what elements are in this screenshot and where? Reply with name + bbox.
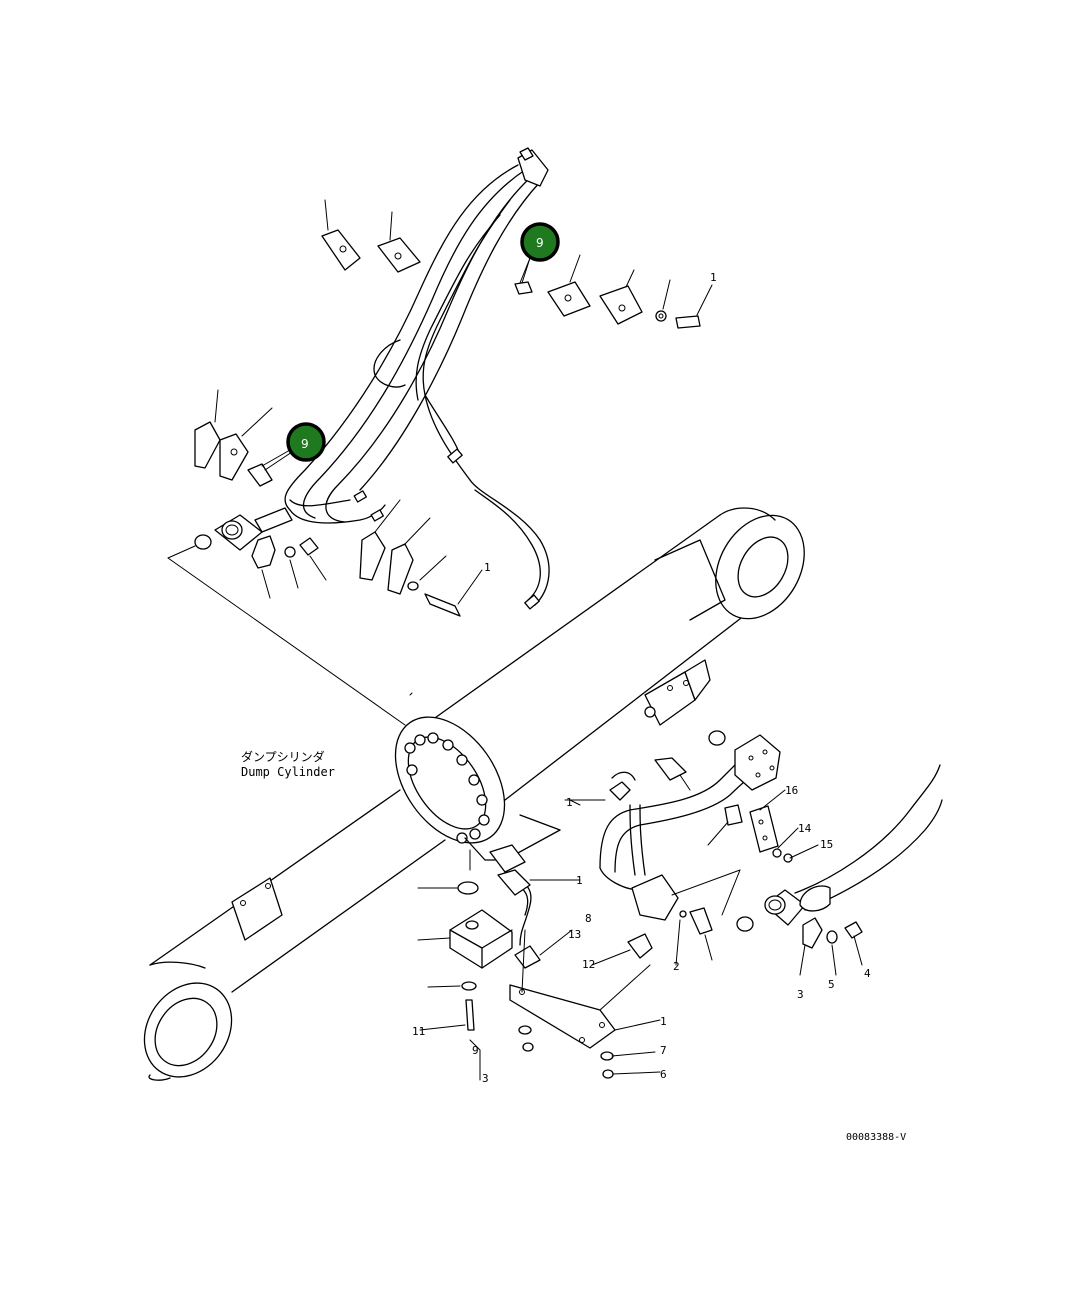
clamp-set-right	[514, 254, 713, 329]
flange-bolts	[404, 732, 490, 844]
part-label: 3	[797, 988, 804, 1001]
dump-cylinder-label: ダンプシリンダ Dump Cylinder	[241, 749, 335, 779]
part-label: 13	[568, 928, 581, 941]
clamp-set-left	[194, 389, 291, 487]
part-label: 15	[820, 838, 833, 851]
part-label: 5	[828, 978, 835, 991]
lower-piping	[599, 734, 943, 976]
callout-marker[interactable]	[520, 222, 560, 262]
clamp-set-upper	[321, 199, 421, 273]
flange-fitting-left	[194, 507, 327, 599]
part-label: 3	[482, 1072, 489, 1085]
part-label: 4	[864, 967, 871, 980]
part-label: 1	[660, 1015, 667, 1028]
callout-9-lower[interactable]: 9	[264, 422, 326, 471]
part-label: 7	[660, 1044, 667, 1057]
part-label: 16	[785, 784, 798, 797]
drawing-id: 00083388-V	[846, 1132, 906, 1143]
callout-marker[interactable]	[286, 422, 326, 462]
part-label: 1	[576, 874, 583, 887]
part-label: 12	[582, 958, 595, 971]
lower-fittings	[417, 799, 661, 1081]
callout-9-upper[interactable]: 9	[519, 222, 560, 284]
part-label: 11	[412, 1025, 425, 1038]
part-label: 14	[798, 822, 812, 835]
dump-cylinder-label-jp: ダンプシリンダ	[241, 749, 325, 764]
part-label: 9	[472, 1044, 479, 1057]
part-label: 2	[673, 960, 680, 973]
part-label: 1	[566, 796, 573, 809]
part-label: 8	[585, 912, 592, 925]
bracket-pair-center	[359, 499, 483, 617]
part-number-labels: 1 1 1 1 1 2 3 4 3 5 6 7 8 9 11 12 13 14 …	[412, 271, 871, 1085]
part-label: 6	[660, 1068, 667, 1081]
part-label: 1	[484, 561, 491, 574]
callout-label: 9	[536, 236, 544, 250]
part-label: 1	[710, 271, 717, 284]
hose-harness	[284, 147, 550, 610]
dump-cylinder	[143, 507, 805, 1081]
callout-label: 9	[301, 437, 309, 451]
leader-lines	[167, 545, 413, 726]
dump-cylinder-label-en: Dump Cylinder	[241, 765, 335, 779]
